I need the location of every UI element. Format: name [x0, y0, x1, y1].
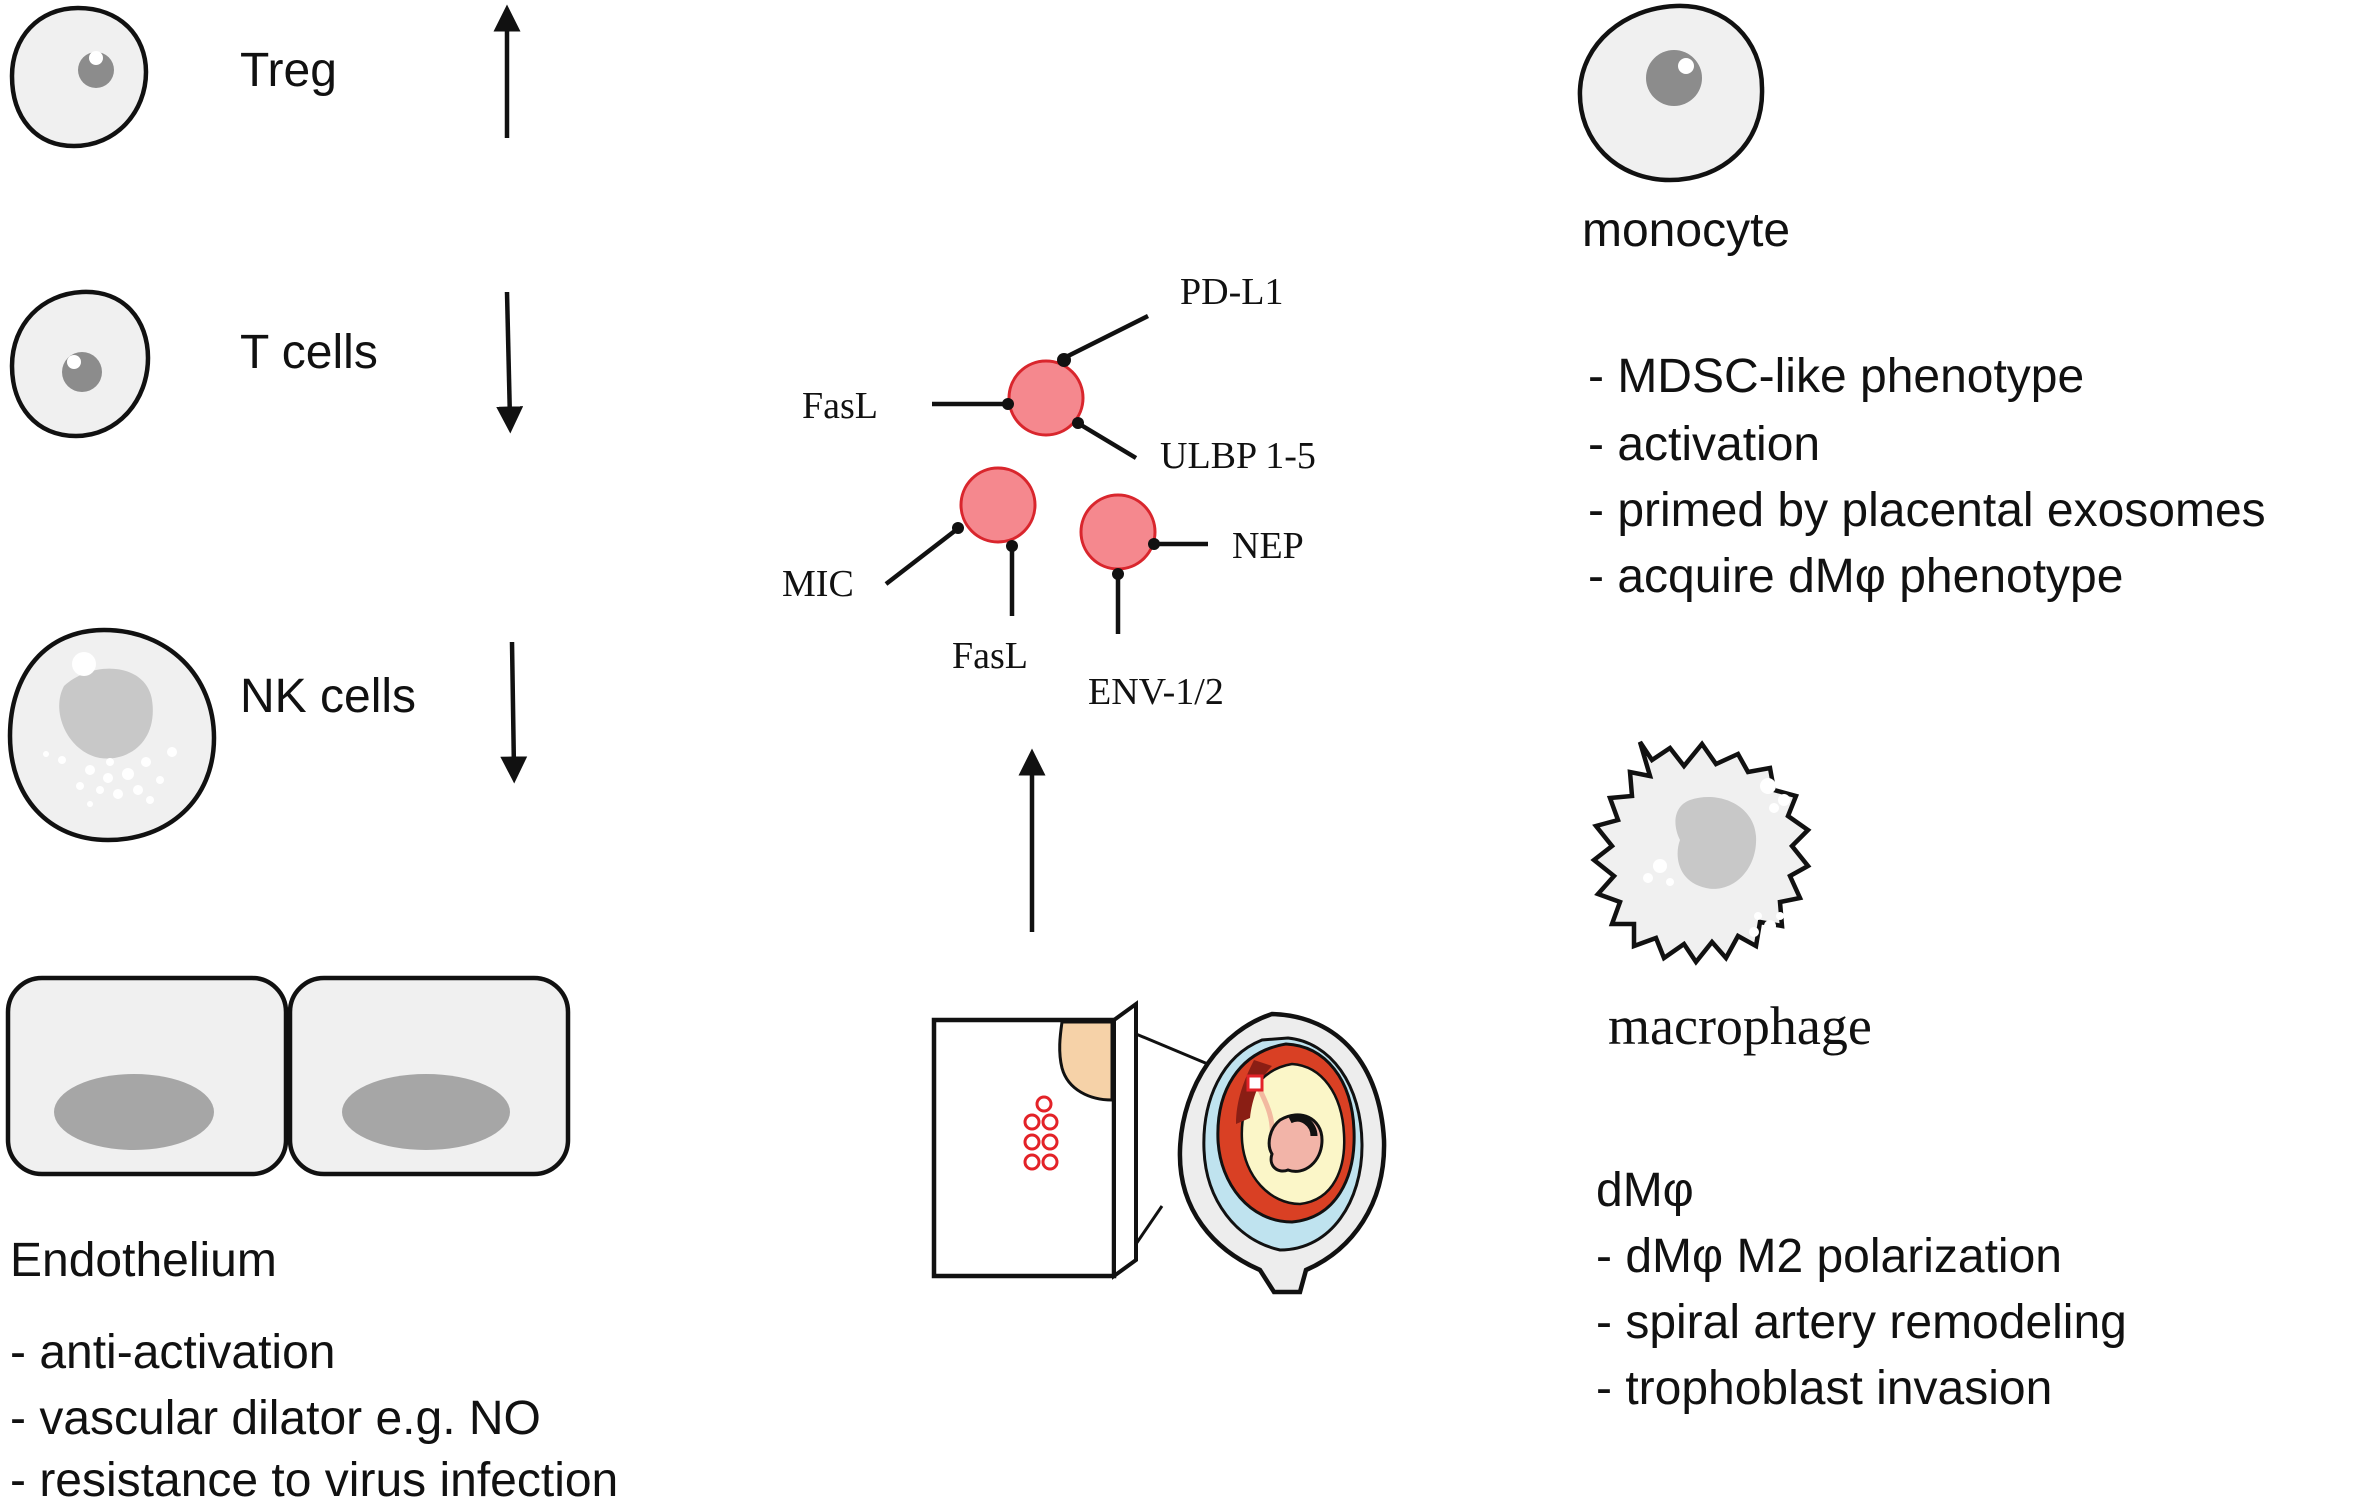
- monocyte-effect: - MDSC-like phenotype: [1588, 350, 2084, 403]
- monocyte-icon: [1577, 3, 1765, 183]
- dm-title: dMφ: [1596, 1164, 1694, 1217]
- endothelium-effect: - resistance to virus infection: [10, 1454, 618, 1504]
- nk-cell-icon: [7, 627, 217, 843]
- placenta-zoom-icon: [931, 1000, 1247, 1280]
- marker-fasl-top: FasL: [802, 385, 878, 427]
- macrophage-label: macrophage: [1608, 996, 1872, 1056]
- endothelium-effect: - vascular dilator e.g. NO: [10, 1392, 541, 1445]
- treg-label: Treg: [240, 44, 337, 97]
- t-cells-decrease-arrow: [496, 291, 524, 434]
- marker-pd-l1: PD-L1: [1180, 271, 1283, 313]
- nk-cells-decrease-arrow: [500, 641, 528, 784]
- exosome-right: [1079, 493, 1208, 634]
- nk-cells-label: NK cells: [240, 670, 416, 723]
- endothelium-effect: - anti-activation: [10, 1326, 335, 1379]
- t-cell-icon: [9, 289, 151, 439]
- monocyte-label: monocyte: [1582, 204, 1790, 257]
- dm-effect: - trophoblast invasion: [1596, 1362, 2052, 1415]
- treg-cell-icon: [9, 5, 149, 149]
- exosome-left: [884, 466, 1037, 616]
- monocyte-effect: - acquire dMφ phenotype: [1588, 550, 2123, 603]
- dm-effect: - spiral artery remodeling: [1596, 1296, 2127, 1349]
- endothelium-title: Endothelium: [10, 1234, 277, 1287]
- t-cells-label: T cells: [240, 326, 378, 379]
- marker-ulbp: ULBP 1-5: [1160, 435, 1316, 477]
- dm-effect: - dMφ M2 polarization: [1596, 1230, 2062, 1283]
- marker-fasl-bottom: FasL: [952, 635, 1028, 677]
- marker-nep: NEP: [1232, 525, 1304, 567]
- exosome-top: [932, 313, 1150, 460]
- marker-env: ENV-1/2: [1088, 671, 1224, 713]
- monocyte-effect: - activation: [1588, 418, 1820, 471]
- macrophage-icon: [1590, 740, 1812, 966]
- endothelium-icon: [5, 975, 571, 1177]
- uterus-fetus-icon: [1177, 1011, 1387, 1295]
- monocyte-effect: - primed by placental exosomes: [1588, 484, 2266, 537]
- marker-mic: MIC: [782, 563, 854, 605]
